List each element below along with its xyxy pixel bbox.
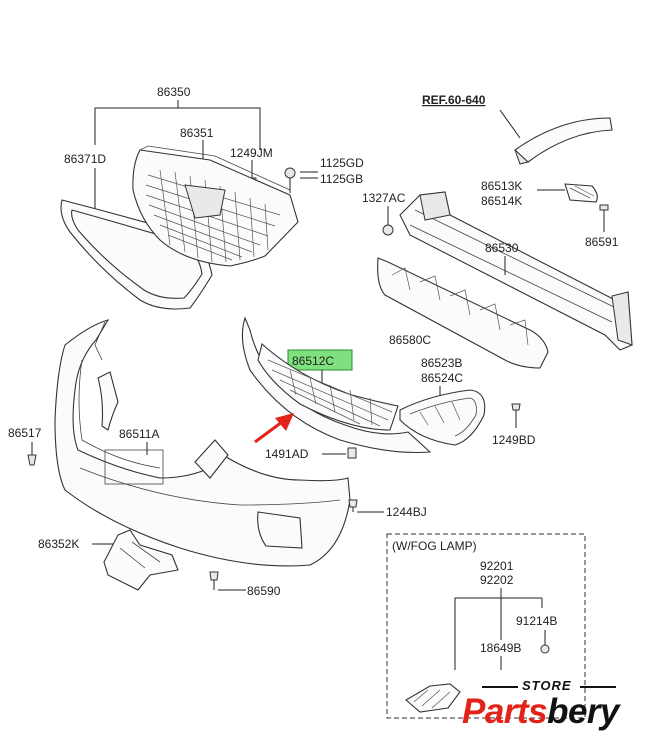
callout-92202: 92202 (480, 573, 514, 587)
callout-86514K: 86514K (481, 194, 522, 208)
bumper-beam-assembly: 1327AC 86530 86580C (362, 191, 633, 369)
fog-cover-assembly: 86523B 86524C 1249BD (399, 356, 536, 447)
fog-lamp-box: (W/FOG LAMP) 92201 92202 91214B 18649B (386, 533, 586, 719)
callout-1491AD: 1491AD (265, 447, 309, 461)
logo-word-black: bery (547, 692, 619, 731)
logo-wordmark: Partsbery (462, 692, 619, 732)
callout-86351: 86351 (180, 126, 214, 140)
callout-86580C: 86580C (389, 333, 431, 347)
callout-86350: 86350 (157, 85, 191, 99)
logo-line-left (482, 686, 518, 688)
callout-86524C: 86524C (421, 371, 463, 385)
callout-92201: 92201 (480, 559, 514, 573)
logo-store-text: STORE (522, 678, 572, 693)
logo-word-red: Parts (462, 692, 548, 731)
lower-grille-assembly: 86512C 1491AD (241, 316, 432, 461)
callout-86523B: 86523B (421, 356, 462, 370)
callout-86591: 86591 (585, 235, 619, 249)
callout-86371D: 86371D (64, 152, 106, 166)
fog-lamp-title: (W/FOG LAMP) (392, 539, 477, 553)
callout-86590: 86590 (247, 584, 281, 598)
bumper-cover: 86517 86511A 1244BJ (8, 319, 427, 567)
callout-1249BD: 1249BD (492, 433, 536, 447)
callout-1327AC: 1327AC (362, 191, 406, 205)
fender-reference: REF.60-640 86513K 86514K 86591 (422, 93, 619, 249)
pointer-arrow (254, 413, 294, 444)
callout-ref: REF.60-640 (422, 93, 486, 107)
partsbery-logo: STORE Partsbery (462, 676, 642, 742)
callout-1244BJ: 1244BJ (386, 505, 427, 519)
highlight-86512C (287, 349, 353, 371)
callout-18649B: 18649B (480, 641, 521, 655)
callout-1125GD: 1125GD (320, 156, 364, 170)
callout-86513K: 86513K (481, 179, 522, 193)
callout-86352K: 86352K (38, 537, 79, 551)
lower-bracket: 86352K 86590 (38, 529, 281, 598)
callout-1249JM: 1249JM (230, 146, 273, 160)
logo-line-right (580, 686, 616, 688)
grille-assembly: 86350 86351 86371D 1249JM 1125GD 1125GB (60, 85, 364, 310)
callout-86512C: 86512C (292, 354, 334, 368)
callout-1125GB: 1125GB (320, 172, 363, 186)
callout-86517: 86517 (8, 426, 42, 440)
callout-91214B: 91214B (516, 614, 557, 628)
callout-86511A: 86511A (119, 427, 159, 441)
callout-86530: 86530 (485, 241, 519, 255)
